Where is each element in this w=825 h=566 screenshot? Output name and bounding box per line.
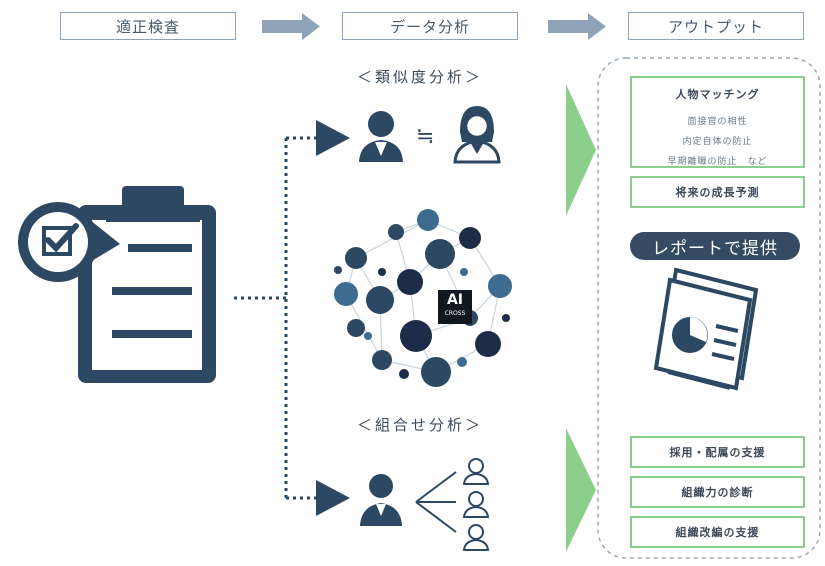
branch-lines [415,471,457,533]
step-output: アウトプット [628,12,804,40]
member-icon-2 [462,491,490,518]
arrow-to-combination [316,480,350,516]
org-diagnosis-box: 組織力の診断 [630,476,805,508]
matching-title: 人物マッチング [675,88,760,101]
arrow-to-similarity [316,120,350,156]
checkbox-bubble-icon [18,202,120,282]
matching-item-3: 早期離職の防止 など [667,157,768,167]
ai-network-nodes [334,209,512,387]
ai-logo-text: AI [446,292,464,308]
growth-prediction-box: 将来の成長予測 [630,176,805,208]
matching-item-2: 内定自体の防止 [682,137,753,147]
output-frame [597,57,821,559]
section-label-similarity: ＜類似度分析＞ [357,68,484,86]
approx-equal-symbol: ≒ [416,124,435,149]
green-chevron-lower [566,428,596,552]
ai-logo-subtext: CROSS [444,310,466,317]
section-label-combination: ＜組合せ分析＞ [357,416,484,434]
clipboard-icon [78,186,216,383]
org-reform-box: 組織改編の支援 [630,516,805,548]
green-chevron-upper [566,84,596,216]
dotted-connectors [234,136,318,500]
leader-icon [360,474,402,526]
report-document-icon [653,267,759,391]
header-arrow-2 [548,13,606,40]
step-inspection: 適正検査 [60,12,236,40]
member-icon-1 [462,458,490,485]
matching-box: 人物マッチング 面接官の相性 内定自体の防止 早期離職の防止 など [630,76,805,168]
businessman-icon [359,111,403,162]
report-title: レポートで提供 [630,232,800,260]
matching-item-1: 面接官の相性 [687,117,748,127]
ai-cross-logo [438,290,472,324]
member-icon-3 [462,524,490,551]
hiring-support-box: 採用・配属の支援 [630,436,805,468]
step-analysis: データ分析 [342,12,518,40]
businesswoman-icon [453,106,501,164]
header-arrow-1 [262,13,320,40]
